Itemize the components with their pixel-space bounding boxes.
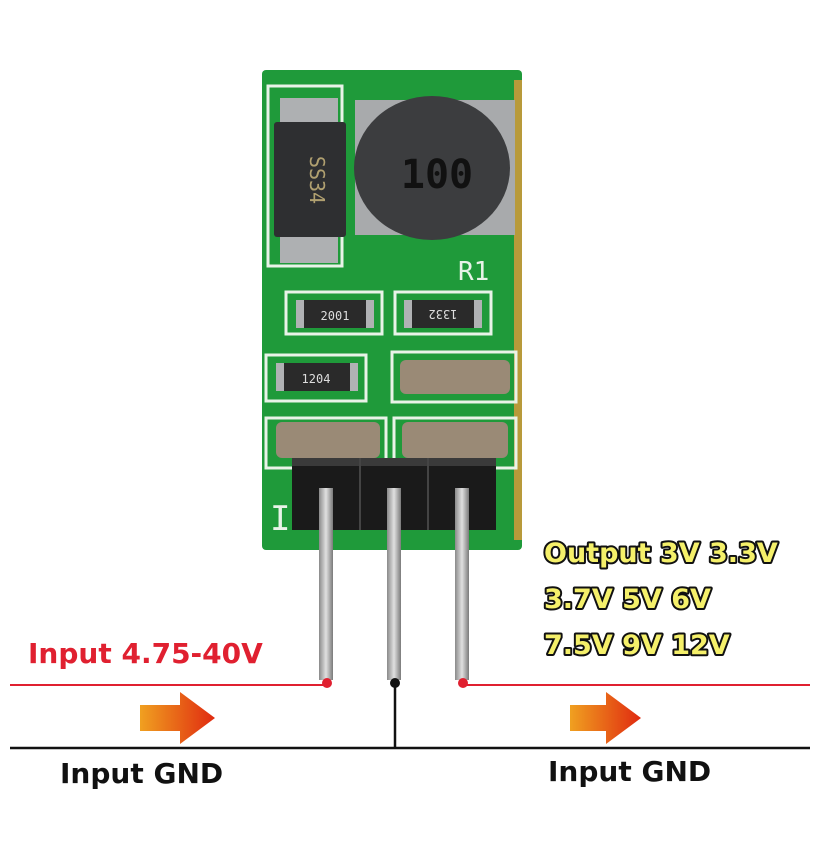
input-node-dot: [322, 678, 332, 688]
inductor-100: 100: [354, 96, 515, 240]
pin-output: [455, 488, 469, 680]
pin1-marker: I: [270, 499, 290, 539]
output-line-1: Output 3V 3.3V: [544, 538, 778, 569]
silkscreen-r1: R1: [458, 257, 489, 287]
svg-text:SS34: SS34: [305, 156, 329, 204]
resistor-1332: 1332: [393, 290, 493, 336]
output-voltage-label: Output 3V 3.3V 3.7V 5V 6V 7.5V 9V 12V: [542, 536, 780, 663]
diode-ss34: SS34: [274, 98, 346, 263]
svg-text:100: 100: [401, 152, 473, 198]
gnd-label-right: Input GND: [548, 755, 711, 788]
pin-gnd: [387, 488, 401, 680]
gnd-label-left: Input GND: [60, 757, 223, 790]
capacitors: [264, 350, 518, 470]
resistor-2001: 2001: [284, 290, 384, 336]
pin-input: [319, 488, 333, 680]
svg-text:1332: 1332: [429, 307, 458, 321]
arrow-right-icon: [140, 692, 215, 744]
output-line-3: 7.5V 9V 12V: [544, 630, 730, 661]
output-node-dot: [458, 678, 468, 688]
ground-node-dot: [390, 678, 400, 688]
pcb-board: SS34 100 R1 2001 1332 1204: [262, 70, 522, 550]
arrow-right-icon: [570, 692, 641, 744]
output-line-2: 3.7V 5V 6V: [544, 584, 711, 615]
svg-text:2001: 2001: [321, 309, 350, 323]
input-voltage-label: Input 4.75-40V: [28, 637, 263, 670]
resistor-1204: 1204: [264, 353, 368, 403]
svg-text:1204: 1204: [302, 372, 331, 386]
